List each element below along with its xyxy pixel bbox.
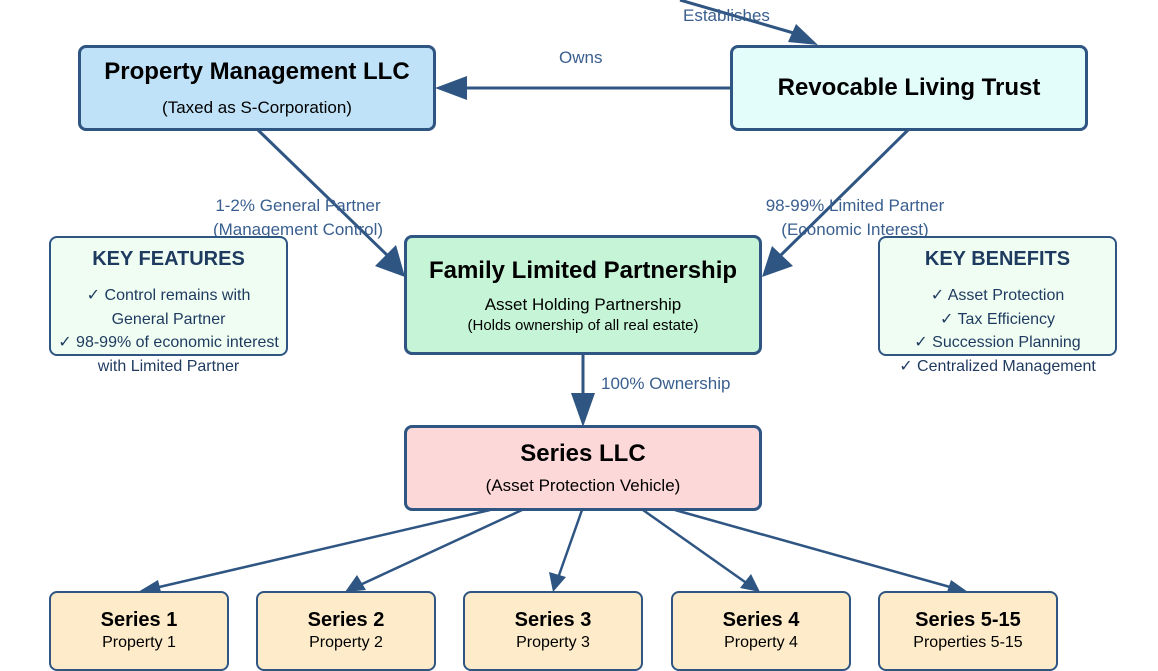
edge-series-3 [556,509,584,579]
node-series-1[interactable]: Series 1 Property 1 [49,591,229,671]
node-series-3[interactable]: Series 3 Property 3 [463,591,643,671]
node-title: Series 5-15 [915,609,1021,631]
key-benefits-list: ✓ Asset Protection ✓ Tax Efficiency ✓ Su… [878,284,1117,378]
node-subtitle: Property 3 [516,634,590,651]
key-features-box: KEY FEATURES [49,236,288,356]
edge-series-2 [359,508,523,587]
node-title: Series 3 [514,609,592,631]
arrowhead-general-partner [375,245,405,277]
arrowhead-owns [435,76,467,100]
node-title: Series 1 [100,609,178,631]
node-title: Series 4 [722,609,800,631]
arrowhead-ownership [571,393,595,427]
edge-label-establishes: Establishes [683,6,770,25]
node-subtitle: Properties 5-15 [913,634,1023,651]
key-features-line: General Partner [111,310,226,328]
node-subtitle: Property 4 [724,634,798,651]
key-features-line: with Limited Partner [97,357,240,375]
node-property-management-llc[interactable]: Property Management LLC (Taxed as S-Corp… [78,45,436,131]
node-subtitle: Asset Holding Partnership [484,294,682,314]
edge-label-owns: Owns [559,48,603,67]
key-benefits-line: ✓ Asset Protection [930,287,1065,304]
key-benefits-box: KEY BENEFITS [878,236,1117,356]
edge-series-1 [154,508,491,590]
node-revocable-living-trust[interactable]: Revocable Living Trust [730,45,1088,131]
node-subtitle: Property 1 [102,634,176,651]
edge-label-lp-line2: (Economic Interest) [781,220,929,239]
node-title: Property Management LLC [104,58,410,85]
edge-label-gp-line2: (Management Control) [212,220,384,239]
edge-general-partner [256,128,390,258]
arrowhead-establishes [788,24,818,45]
key-benefits-line: ✓ Centralized Management [899,357,1096,375]
arrowhead-series-3 [549,572,566,592]
node-series-llc[interactable]: Series LLC (Asset Protection Vehicle) [404,425,762,511]
edge-label-gp-line1: 1-2% General Partner [215,196,381,215]
edge-label-limited-partner: 98-99% Limited Partner (Economic Interes… [752,194,958,242]
edge-limited-partner [778,128,910,258]
node-note: (Holds ownership of all real estate) [467,316,699,334]
edge-establishes [679,0,798,36]
key-features-line: ✓ Control remains with [86,287,251,304]
node-title: Revocable Living Trust [777,74,1041,101]
edge-series-5-15 [674,508,951,589]
node-subtitle: (Asset Protection Vehicle) [485,476,681,495]
key-features-title: KEY FEATURES [92,248,245,270]
node-series-2[interactable]: Series 2 Property 2 [256,591,436,671]
key-features-line: ✓ 98-99% of economic interest [58,334,279,351]
edge-label-ownership: 100% Ownership [601,374,731,393]
node-title: Series 2 [307,609,385,631]
node-subtitle: (Taxed as S-Corporation) [162,98,352,117]
edge-label-general-partner: 1-2% General Partner (Management Control… [198,194,398,242]
node-title: Family Limited Partnership [428,256,738,284]
node-series-5-15[interactable]: Series 5-15 Properties 5-15 [878,591,1058,671]
edge-series-4 [642,508,746,584]
key-benefits-title: KEY BENEFITS [924,248,1071,270]
edge-label-lp-line1: 98-99% Limited Partner [765,196,945,215]
arrowhead-series-4 [740,574,760,592]
arrowhead-series-2 [345,575,366,592]
node-title: Series LLC [520,440,646,467]
key-benefits-line: ✓ Tax Efficiency [939,310,1056,328]
node-series-4[interactable]: Series 4 Property 4 [671,591,851,671]
arrowhead-limited-partner [762,246,793,277]
key-benefits-line: ✓ Succession Planning [914,334,1081,351]
node-subtitle: Property 2 [309,634,383,651]
node-family-limited-partnership[interactable]: Family Limited Partnership Asset Holding… [404,235,762,355]
key-features-list: ✓ Control remains with General Partner ✓… [49,284,288,378]
